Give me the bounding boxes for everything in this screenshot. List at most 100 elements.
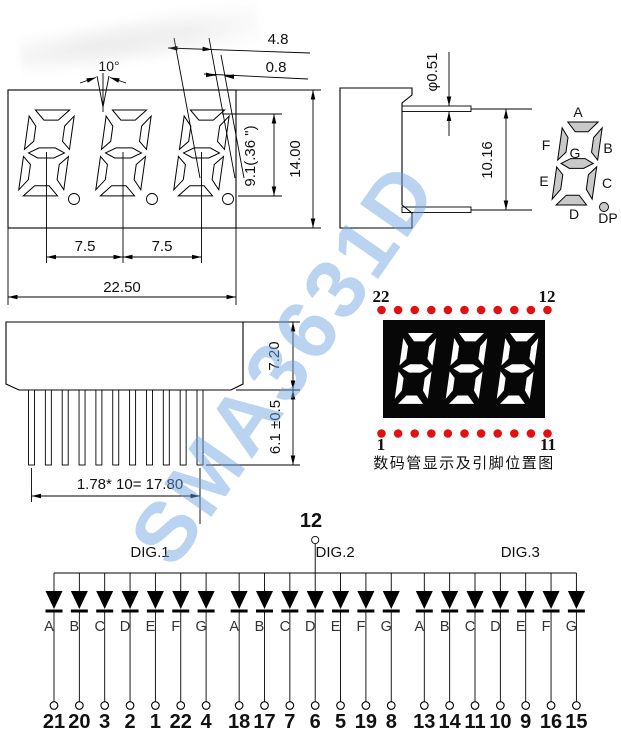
segment-letter: C bbox=[94, 619, 104, 635]
digit-group-label: DIG.3 bbox=[501, 544, 540, 561]
segment-letter: B bbox=[440, 619, 450, 635]
pin-terminal bbox=[285, 701, 295, 710]
pin-number-label: 17 bbox=[253, 711, 275, 733]
pin-row-pins bbox=[28, 389, 204, 466]
pin bbox=[44, 389, 52, 466]
segment-a bbox=[566, 122, 598, 132]
segment-letter: B bbox=[70, 619, 80, 635]
pin-dot bbox=[410, 429, 420, 438]
pin bbox=[95, 389, 103, 466]
pin bbox=[129, 389, 137, 466]
common-pin-label: 12 bbox=[300, 510, 322, 532]
pin-number-label: 19 bbox=[355, 711, 377, 733]
dim-digit-height: 9.1(.36 ") bbox=[242, 125, 259, 186]
angle-arrow bbox=[79, 77, 97, 84]
pin-dot bbox=[543, 305, 552, 315]
dim-body-height: 7.20 bbox=[266, 341, 283, 370]
segment-e bbox=[96, 156, 109, 189]
pin bbox=[61, 389, 69, 466]
segment-diagram: A F B G E C D DP bbox=[539, 104, 617, 226]
decimal-point-outline bbox=[222, 193, 234, 205]
segment-letter: F bbox=[542, 619, 551, 635]
side-pin bbox=[401, 105, 472, 112]
segment-letter: F bbox=[171, 619, 180, 635]
dim-line-0-8 bbox=[203, 73, 309, 80]
segment-letter: F bbox=[356, 619, 365, 635]
segment-letter: D bbox=[305, 619, 315, 635]
segment-c bbox=[585, 167, 597, 199]
dim-angle: 10° bbox=[98, 58, 119, 74]
led-diode bbox=[230, 591, 248, 609]
segment-letter: C bbox=[280, 619, 290, 635]
pin-number-label: 15 bbox=[565, 711, 587, 733]
segment-g bbox=[504, 364, 531, 373]
side-body bbox=[339, 87, 413, 229]
segment-a bbox=[509, 333, 536, 342]
segment-label-d: D bbox=[569, 206, 579, 222]
pin-terminal bbox=[336, 701, 345, 710]
side-view: φ0.51 10.16 bbox=[339, 52, 532, 229]
segment-e bbox=[496, 371, 506, 399]
segment-letter: G bbox=[566, 619, 577, 635]
figure-caption: 数码管显示及引脚位置图 bbox=[373, 455, 555, 472]
segment-e bbox=[19, 156, 32, 189]
led-diode bbox=[491, 591, 509, 609]
segment-letter: A bbox=[414, 619, 424, 635]
segment-f bbox=[24, 116, 37, 149]
seven-segment-digit bbox=[173, 110, 230, 196]
pin-terminal bbox=[100, 701, 110, 710]
segment-label-g: G bbox=[570, 145, 581, 161]
pin-label-22: 22 bbox=[373, 287, 390, 306]
segment-label-c: C bbox=[602, 175, 612, 191]
segment-letter: G bbox=[381, 619, 392, 635]
segment-b bbox=[61, 116, 74, 149]
segment-f bbox=[179, 116, 192, 149]
dim-overall-height: 14.00 bbox=[287, 140, 304, 178]
pin bbox=[162, 389, 170, 466]
segment-c bbox=[56, 156, 69, 189]
pin-number-label: 7 bbox=[284, 711, 295, 733]
pin-dot bbox=[543, 429, 552, 438]
pin-terminal bbox=[151, 701, 160, 710]
segment-d bbox=[178, 186, 214, 196]
led-diode bbox=[172, 591, 190, 609]
segment-label-b: B bbox=[603, 140, 612, 156]
segment-label-f: F bbox=[542, 137, 551, 153]
segment-c bbox=[422, 371, 432, 399]
pin-number-label: 4 bbox=[201, 711, 213, 733]
digit-group-label: DIG.1 bbox=[130, 544, 169, 561]
pin-dot bbox=[427, 305, 436, 315]
segment-letter: C bbox=[465, 619, 475, 635]
led-diode bbox=[146, 591, 164, 609]
pin-number-label: 1 bbox=[150, 711, 161, 733]
pin-number-label: 20 bbox=[68, 711, 90, 733]
segment-letter: A bbox=[44, 619, 54, 635]
pin-number-label: 13 bbox=[413, 711, 435, 733]
led-diode bbox=[45, 591, 63, 609]
pin-dot bbox=[443, 429, 453, 438]
pin-label-12: 12 bbox=[539, 287, 556, 306]
led-diode bbox=[281, 591, 299, 609]
segment-b bbox=[529, 338, 539, 366]
led-diode bbox=[332, 591, 350, 609]
pin-terminal bbox=[546, 701, 556, 710]
pin-terminal bbox=[572, 701, 581, 710]
pin-label-1: 1 bbox=[377, 435, 386, 454]
pin-terminal bbox=[445, 701, 455, 710]
segment-a bbox=[189, 110, 225, 120]
pin-terminal bbox=[470, 701, 480, 710]
segment-a bbox=[34, 110, 70, 120]
segment-c bbox=[211, 156, 224, 189]
pin-terminal bbox=[496, 701, 505, 710]
pin-terminal bbox=[125, 701, 135, 710]
side-pin bbox=[401, 206, 472, 213]
common-pin-terminal bbox=[311, 535, 320, 545]
decimal-point-outline bbox=[146, 193, 158, 205]
pin-dot bbox=[476, 429, 486, 438]
segment-e bbox=[174, 156, 187, 189]
segment-d bbox=[448, 395, 475, 404]
segment-letter: E bbox=[516, 619, 526, 635]
pin-dot bbox=[460, 429, 469, 438]
pin-dot bbox=[526, 305, 536, 315]
